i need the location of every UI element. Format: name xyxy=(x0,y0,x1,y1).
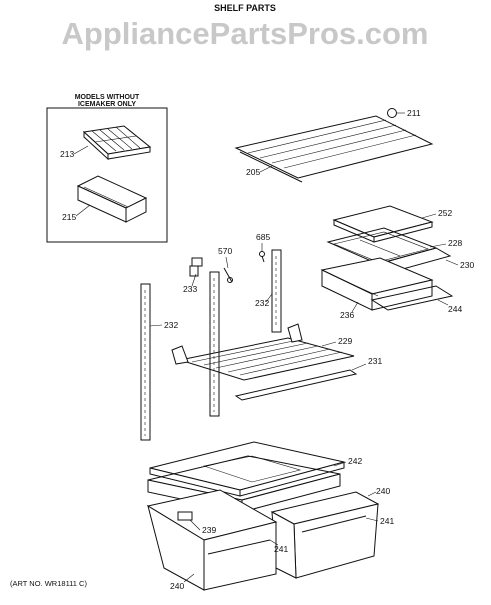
shelf-ladder-center-part[interactable] xyxy=(209,271,220,417)
rivet-part[interactable] xyxy=(259,251,265,263)
label-211: 211 xyxy=(407,108,421,118)
shelf-ladder-left-part[interactable] xyxy=(140,283,151,441)
label-228: 228 xyxy=(448,238,462,248)
pan-cover-part[interactable] xyxy=(370,285,454,311)
label-240-left: 240 xyxy=(170,581,184,591)
label-252: 252 xyxy=(438,208,452,218)
glass-shelf-part[interactable] xyxy=(332,205,434,243)
label-215: 215 xyxy=(62,212,76,222)
cantilever-shelf-part[interactable] xyxy=(171,323,355,381)
crisper-drawer-left-part[interactable] xyxy=(146,489,278,591)
label-242: 242 xyxy=(348,456,362,466)
crisper-drawer-right-part[interactable] xyxy=(270,491,380,579)
inset-box: MODELS WITHOUT ICEMAKER ONLY 213 215 xyxy=(46,94,168,243)
inset-title-line2: ICEMAKER ONLY xyxy=(78,101,136,108)
art-number: (ART NO. WR18111 C) xyxy=(10,579,87,588)
ice-bin-part[interactable] xyxy=(76,175,148,223)
shelf-trim-part[interactable] xyxy=(234,369,358,401)
label-239: 239 xyxy=(202,525,216,535)
screw-part[interactable] xyxy=(223,267,233,283)
watermark: AppliancePartsPros.com xyxy=(62,16,429,51)
meat-pan-part[interactable] xyxy=(320,257,434,311)
label-231: 231 xyxy=(368,356,382,366)
label-230: 230 xyxy=(460,260,474,270)
shelf-ladder-right-part[interactable] xyxy=(271,249,282,333)
label-570: 570 xyxy=(218,246,232,256)
inset-title-line1: MODELS WITHOUT xyxy=(75,94,140,101)
crisper-cover-part[interactable] xyxy=(149,441,345,497)
label-229: 229 xyxy=(338,336,352,346)
drawer-slide-part[interactable] xyxy=(177,511,193,521)
support-bracket-part[interactable] xyxy=(189,257,203,277)
label-236: 236 xyxy=(340,310,354,320)
label-233: 233 xyxy=(183,284,197,294)
label-685: 685 xyxy=(256,232,270,242)
label-244: 244 xyxy=(448,304,462,314)
label-240-right: 240 xyxy=(376,486,390,496)
wire-shelf-part[interactable] xyxy=(234,115,434,183)
ice-tray-part[interactable] xyxy=(82,125,152,161)
label-241-right: 241 xyxy=(380,516,394,526)
label-241-left: 241 xyxy=(274,544,288,554)
label-232-left: 232 xyxy=(164,320,178,330)
label-232-center: 232 xyxy=(255,298,269,308)
shelf-stop-part[interactable] xyxy=(387,108,397,118)
diagram-title: SHELF PARTS xyxy=(214,3,276,13)
label-205: 205 xyxy=(246,167,260,177)
label-213: 213 xyxy=(60,149,74,159)
